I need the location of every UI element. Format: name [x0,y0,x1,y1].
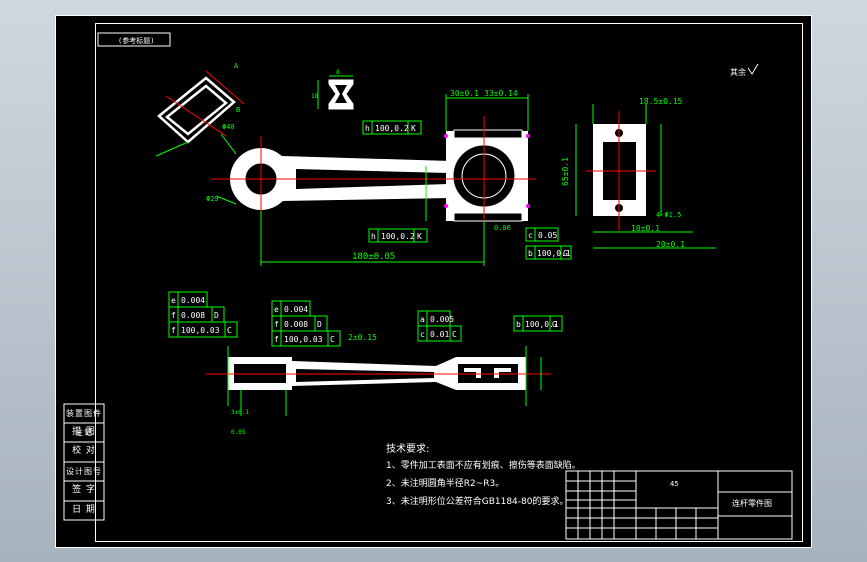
svg-text:h: h [371,232,376,241]
svg-text:b: b [516,320,521,329]
isometric-section: A B [155,62,245,157]
fcf-left-stack: e 0.004 f 0.008 D f 100,0.03 C [168,291,238,338]
fcf-upper-4: b 100,0.1 G [525,245,572,260]
big-end-side-view [575,104,716,249]
svg-text:0.005: 0.005 [430,315,454,324]
side-cell-3: 设计图号 [66,467,102,476]
svg-text:f: f [274,320,279,329]
dim-phi-small: Φ29 [206,195,219,203]
dim-3: 3±0.1 [231,409,249,416]
fcf-upper-3: c 0.05 [525,227,559,242]
svg-text:D: D [214,311,219,320]
title-block-lines [565,470,793,540]
tech-req-line-2: 2、未注明圆角半径R2~R3。 [386,479,505,489]
fcf-mid-stack: e 0.004 f 0.008 D f 100,0.03 C [271,300,341,347]
svg-text:0.05: 0.05 [538,231,557,240]
svg-text:a: a [420,315,425,324]
svg-text:D: D [317,320,322,329]
svg-text:f: f [171,311,176,320]
side-cell-0: 装置图件注记 [66,409,102,437]
svg-text:f: f [274,335,279,344]
dim-18: 18.5±0.15 [639,97,683,106]
dim-phi-big: Φ40 [222,123,235,131]
svg-text:b: b [528,249,533,258]
svg-text:C: C [330,335,335,344]
cad-drawing: (参考标题) 其余 A B 8 18 [63,32,793,540]
side-table-lines [63,403,105,521]
svg-text:0.004: 0.004 [181,296,205,305]
svg-text:h: h [365,124,370,133]
svg-text:C: C [452,330,457,339]
title-label-box [97,32,171,47]
dim-005: 0.05 [231,429,246,436]
svg-text:C: C [227,326,232,335]
i-beam-section: 8 18 [311,69,354,110]
fcf-upper-1: h 100,0.2 K [362,120,422,135]
title-part-name: 连杆零件图 [732,498,772,508]
svg-text:G: G [552,320,557,329]
title-label-text: (参考标题) [118,36,154,45]
svg-text:0.008: 0.008 [284,320,308,329]
side-cell-1: 描 图 [72,427,96,437]
svg-text:100,0.03: 100,0.03 [284,335,323,344]
svg-text:K: K [417,232,422,241]
svg-text:100,0.2: 100,0.2 [381,232,415,241]
inner-frame [95,23,803,542]
fcf-right-stack: a 0.005 c 0.01 C [417,310,462,342]
svg-text:18: 18 [311,93,319,100]
dim-33: 33±0.14 [484,89,518,98]
tech-req-heading: 技术要求: [386,444,430,455]
tech-req-line-1: 1、零件加工表面不应有划痕、擦伤等表面缺陷。 [386,461,581,471]
svg-text:100,0.1: 100,0.1 [525,320,559,329]
roughness-icon [747,63,759,75]
svg-text:c: c [420,330,425,339]
dim-20: 20±0.1 [656,240,685,249]
svg-text:8: 8 [336,69,340,76]
svg-text:f: f [171,326,176,335]
dim-10: 10±0.1 [631,224,660,233]
fcf-right: b 100,0.1 G [513,315,563,332]
dim-65: 65±0.1 [561,157,570,186]
side-cell-2: 校 对 [72,446,96,456]
svg-text:0.008: 0.008 [181,311,205,320]
svg-text:e: e [274,305,279,314]
svg-text:100,0.1: 100,0.1 [537,249,571,258]
side-cell-4: 签 字 [72,485,96,495]
svg-text:e: e [171,296,176,305]
svg-text:0.004: 0.004 [284,305,308,314]
connecting-rod-front [206,346,551,416]
svg-text:c: c [528,231,533,240]
svg-text:K: K [411,124,416,133]
connecting-rod-top [211,94,536,266]
svg-text:100,0.03: 100,0.03 [181,326,220,335]
roughness-note: 其余 [730,67,746,77]
svg-text:A: A [234,62,239,70]
dim-4phi: 4-Φ1.5 [656,211,681,219]
title-material: 45 [670,480,678,488]
drawing-sheet: (参考标题) 其余 A B 8 18 [55,15,812,548]
tech-req-line-3: 3、未注明形位公差符合GB1184-80的要求。 [386,497,569,507]
dim-2: 2±0.15 [348,333,377,342]
dim-006: 0.06 [494,224,511,232]
dim-180: 180±0.05 [352,252,395,262]
side-cell-5: 日 期 [72,505,96,515]
svg-text:B: B [236,106,240,114]
fcf-upper-2: h 100,0.2 K [368,228,428,243]
svg-text:100,0.2: 100,0.2 [375,124,409,133]
svg-text:G: G [563,249,568,258]
dim-30: 30±0.1 [450,89,479,98]
svg-text:0.01: 0.01 [430,330,449,339]
